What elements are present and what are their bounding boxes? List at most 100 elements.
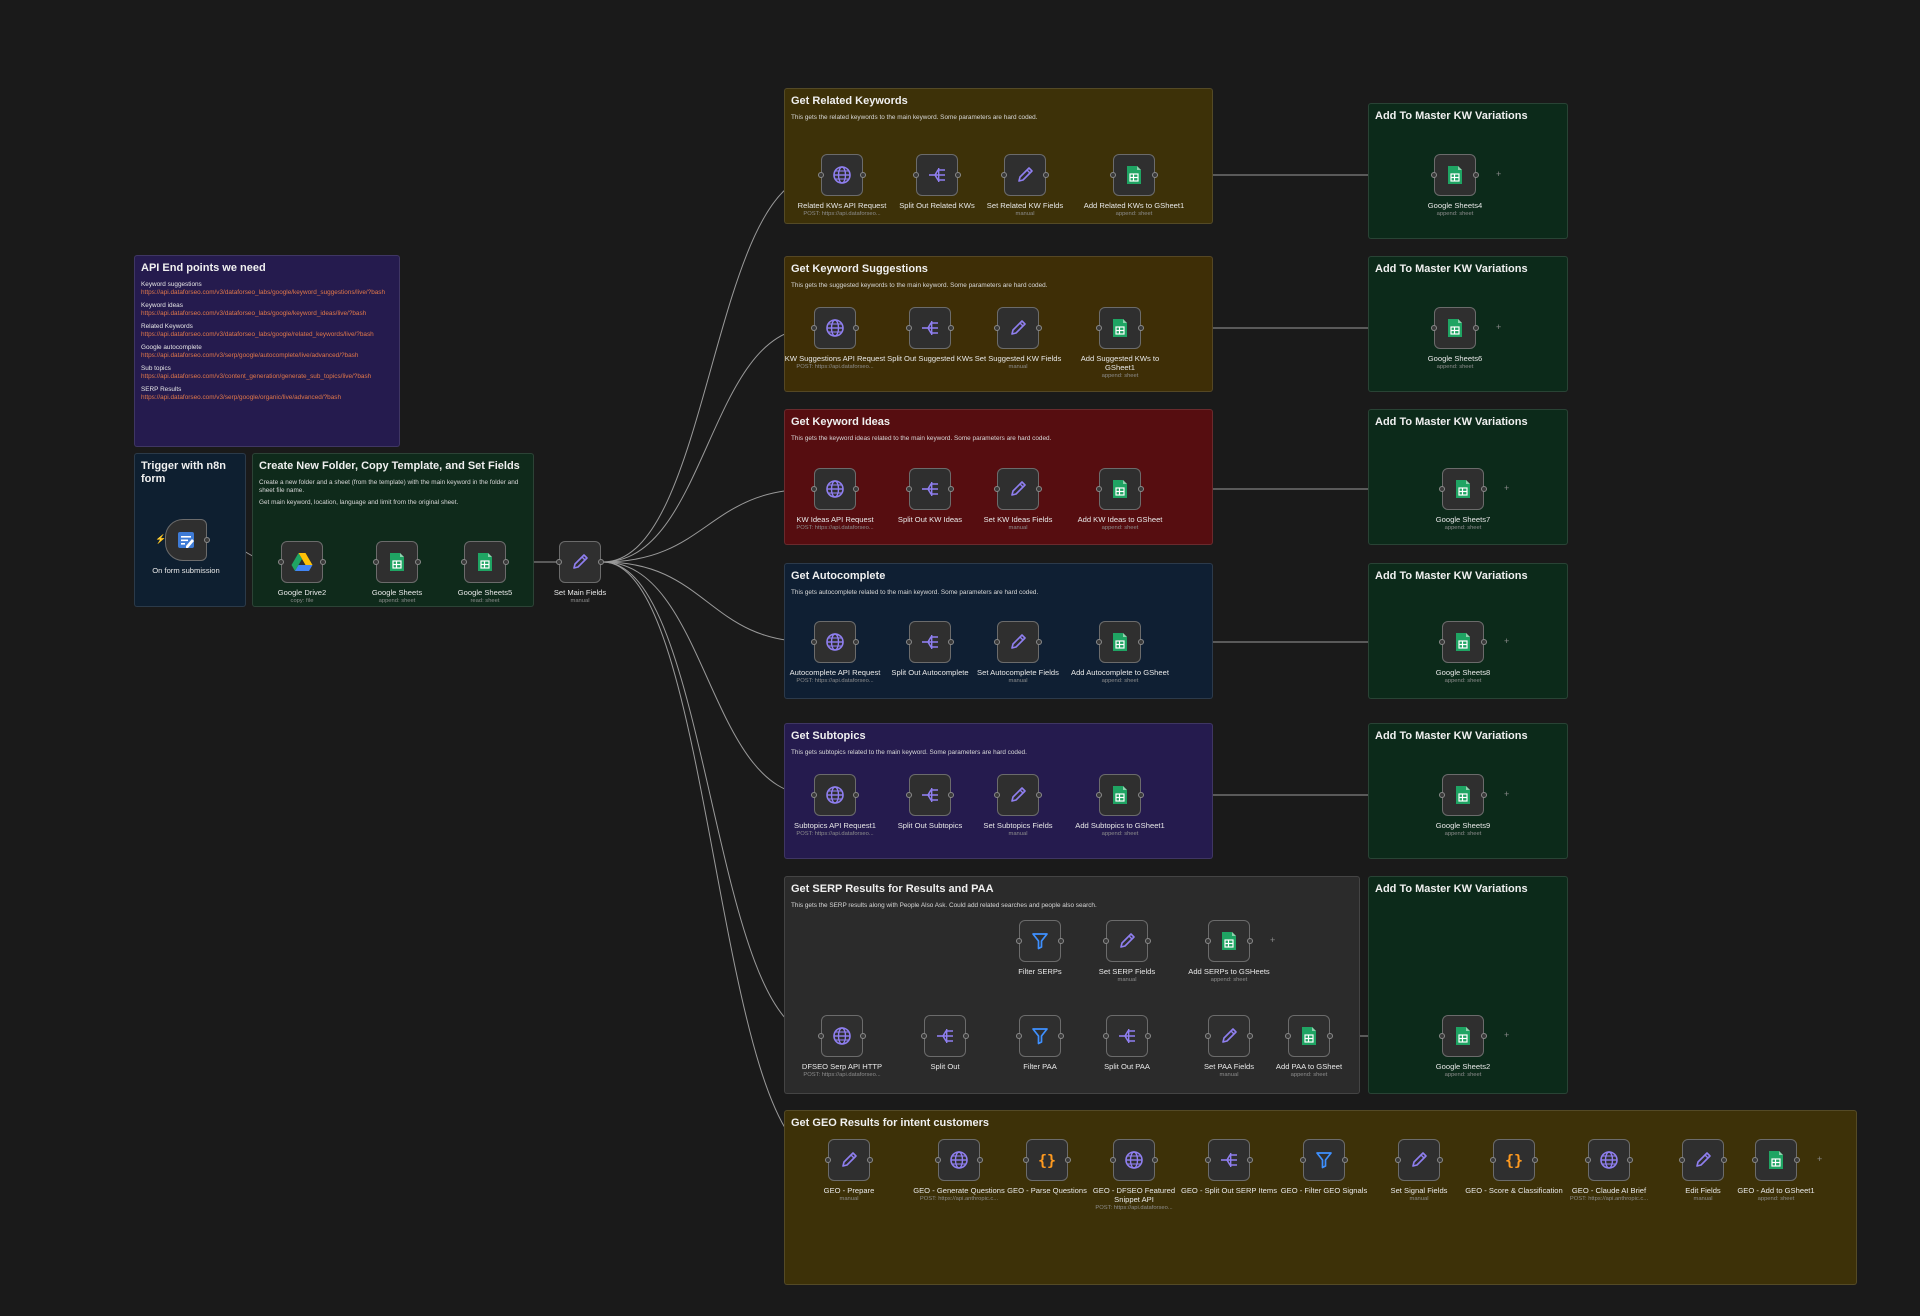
input-port[interactable] [994, 325, 1000, 331]
input-port[interactable] [1752, 1157, 1758, 1163]
input-port[interactable] [1103, 1033, 1109, 1039]
input-port[interactable] [811, 325, 817, 331]
node-geo-gen[interactable] [935, 1139, 983, 1181]
output-port[interactable] [1481, 486, 1487, 492]
node-sheets5[interactable] [461, 541, 509, 583]
output-port[interactable] [1532, 1157, 1538, 1163]
output-port[interactable] [1036, 486, 1042, 492]
node-rel-set[interactable] [1001, 154, 1049, 196]
note-master-kw-6[interactable]: Add To Master KW Variations [1368, 876, 1568, 1094]
input-port[interactable] [935, 1157, 941, 1163]
note-serp-results[interactable]: Get SERP Results for Results and PAA Thi… [784, 876, 1360, 1094]
node-gs8[interactable] [1439, 621, 1487, 663]
input-port[interactable] [1431, 172, 1437, 178]
node-paa-split[interactable] [1103, 1015, 1151, 1057]
output-port[interactable] [1138, 325, 1144, 331]
input-port[interactable] [1110, 172, 1116, 178]
node-set-main[interactable] [556, 541, 604, 583]
node-sug-split[interactable] [906, 307, 954, 349]
node-ac-api[interactable] [811, 621, 859, 663]
input-port[interactable] [906, 792, 912, 798]
output-port[interactable] [503, 559, 509, 565]
input-port[interactable] [278, 559, 284, 565]
node-ac-add[interactable] [1096, 621, 1144, 663]
output-port[interactable] [867, 1157, 873, 1163]
input-port[interactable] [1016, 1033, 1022, 1039]
node-st-set[interactable] [994, 774, 1042, 816]
input-port[interactable] [1096, 325, 1102, 331]
output-port[interactable] [1327, 1033, 1333, 1039]
input-port[interactable] [1300, 1157, 1306, 1163]
input-port[interactable] [1285, 1033, 1291, 1039]
output-port[interactable] [1794, 1157, 1800, 1163]
output-port[interactable] [1138, 486, 1144, 492]
api-endpoint-url[interactable]: https://api.dataforseo.com/v3/dataforseo… [141, 289, 386, 296]
node-serp-split[interactable] [921, 1015, 969, 1057]
output-port[interactable] [1036, 639, 1042, 645]
output-port[interactable] [1138, 639, 1144, 645]
output-port[interactable] [415, 559, 421, 565]
note-create-folder[interactable]: Create New Folder, Copy Template, and Se… [252, 453, 534, 607]
node-geo-edit[interactable] [1679, 1139, 1727, 1181]
output-port[interactable] [955, 172, 961, 178]
node-gs7[interactable] [1439, 468, 1487, 510]
note-api-endpoints[interactable]: API End points we need Keyword suggestio… [134, 255, 400, 447]
add-node-plus-icon[interactable]: + [1504, 636, 1510, 646]
output-port[interactable] [977, 1157, 983, 1163]
add-node-plus-icon[interactable]: + [1504, 483, 1510, 493]
node-idea-api[interactable] [811, 468, 859, 510]
output-port[interactable] [1481, 1033, 1487, 1039]
node-st-split[interactable] [906, 774, 954, 816]
node-gs6[interactable] [1431, 307, 1479, 349]
node-geo-signal[interactable] [1395, 1139, 1443, 1181]
output-port[interactable] [1473, 325, 1479, 331]
input-port[interactable] [1585, 1157, 1591, 1163]
node-st-add[interactable] [1096, 774, 1144, 816]
input-port[interactable] [825, 1157, 831, 1163]
node-gs9[interactable] [1439, 774, 1487, 816]
node-geo-dfseo[interactable] [1110, 1139, 1158, 1181]
input-port[interactable] [1439, 486, 1445, 492]
output-port[interactable] [948, 639, 954, 645]
input-port[interactable] [906, 639, 912, 645]
node-idea-add[interactable] [1096, 468, 1144, 510]
output-port[interactable] [1138, 792, 1144, 798]
input-port[interactable] [906, 325, 912, 331]
input-port[interactable] [461, 559, 467, 565]
output-port[interactable] [1145, 1033, 1151, 1039]
input-port[interactable] [994, 639, 1000, 645]
input-port[interactable] [994, 792, 1000, 798]
output-port[interactable] [1065, 1157, 1071, 1163]
node-rel-add[interactable] [1110, 154, 1158, 196]
output-port[interactable] [1043, 172, 1049, 178]
input-port[interactable] [994, 486, 1000, 492]
output-port[interactable] [1036, 792, 1042, 798]
output-port[interactable] [1152, 172, 1158, 178]
output-port[interactable] [853, 792, 859, 798]
input-port[interactable] [906, 486, 912, 492]
add-node-plus-icon[interactable]: + [1270, 935, 1276, 945]
output-port[interactable] [1473, 172, 1479, 178]
input-port[interactable] [818, 172, 824, 178]
node-paa-filter[interactable] [1016, 1015, 1064, 1057]
output-port[interactable] [1481, 639, 1487, 645]
output-port[interactable] [1721, 1157, 1727, 1163]
node-paa-add[interactable] [1285, 1015, 1333, 1057]
output-port[interactable] [598, 559, 604, 565]
output-port[interactable] [853, 486, 859, 492]
node-gs2[interactable] [1439, 1015, 1487, 1057]
output-port[interactable] [1247, 938, 1253, 944]
node-geo-prepare[interactable] [825, 1139, 873, 1181]
node-geo-filter[interactable] [1300, 1139, 1348, 1181]
add-node-plus-icon[interactable]: + [1817, 1154, 1823, 1164]
node-form-trigger[interactable] [165, 519, 210, 561]
input-port[interactable] [1096, 486, 1102, 492]
output-port[interactable] [1058, 938, 1064, 944]
input-port[interactable] [1205, 938, 1211, 944]
input-port[interactable] [1439, 792, 1445, 798]
node-ac-set[interactable] [994, 621, 1042, 663]
input-port[interactable] [1016, 938, 1022, 944]
output-port[interactable] [1036, 325, 1042, 331]
output-port[interactable] [1481, 792, 1487, 798]
output-port[interactable] [1247, 1033, 1253, 1039]
